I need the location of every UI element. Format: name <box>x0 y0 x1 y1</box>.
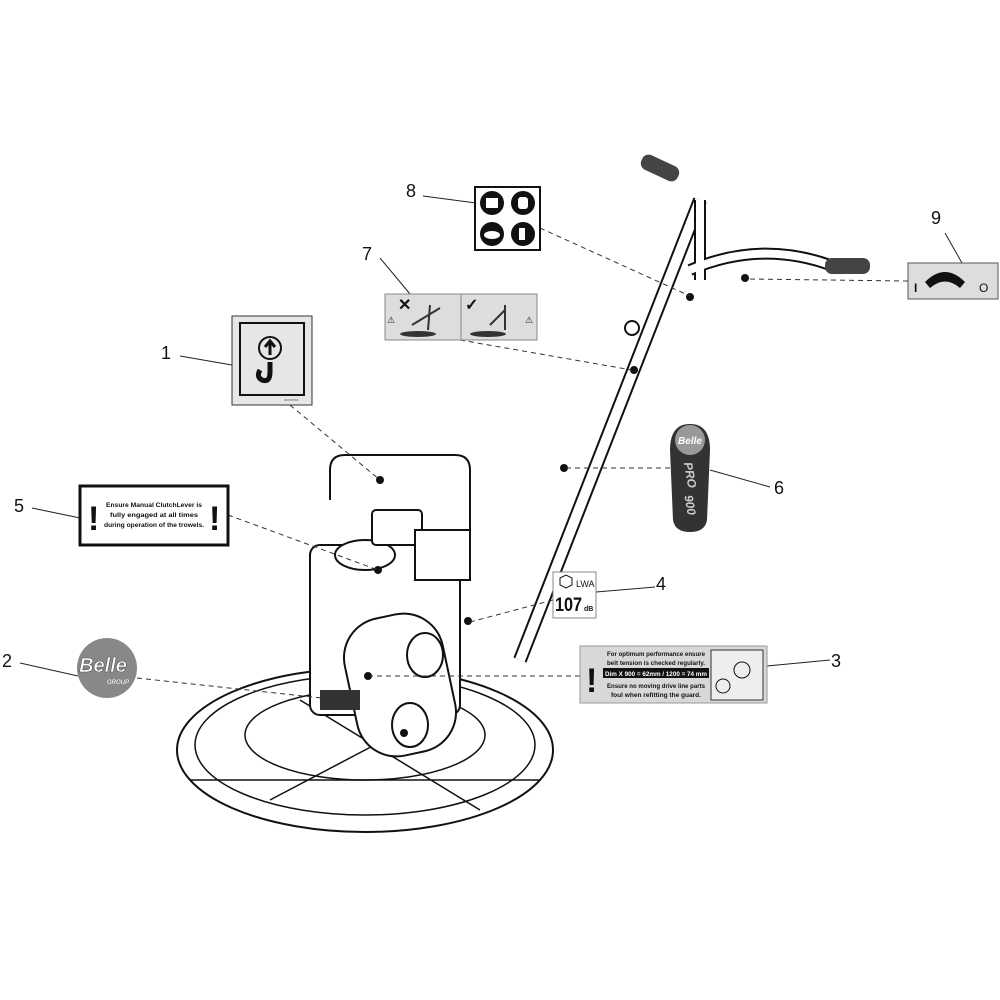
exclamation-icon: ! <box>586 662 597 700</box>
warning-icon: ⚠ <box>525 315 533 325</box>
decal-location-dots <box>364 274 749 737</box>
power-trowel-machine <box>176 154 870 833</box>
gearbox <box>320 690 360 710</box>
decal-5-line2: fully engaged at all times <box>110 512 198 519</box>
callout-4: 4 <box>656 574 666 594</box>
right-grip <box>825 258 870 274</box>
decal-9-on: O <box>979 281 988 295</box>
decal-3-line4: foul when refitting the guard. <box>611 692 701 699</box>
decal-3-belt-tension: ! For optimum performance ensure belt te… <box>579 645 768 704</box>
exclamation-icon: ! <box>88 500 99 538</box>
decal-6-number: 900 <box>681 494 698 516</box>
air-filter <box>371 509 423 546</box>
decal-5-line1: Ensure Manual ClutchLever is <box>106 502 202 509</box>
correct-icon: ✓ <box>465 297 478 314</box>
exclamation-icon: ! <box>209 500 220 538</box>
lifting-hook-icon <box>258 336 282 360</box>
handlebar <box>687 200 833 280</box>
left-grip <box>640 154 680 182</box>
decal-4-value: 107 <box>555 595 582 616</box>
belt-diagram-icon <box>733 661 751 679</box>
pulley-lower <box>391 702 429 748</box>
handlebar-inner <box>688 200 832 280</box>
decal-9-off: I <box>914 281 917 295</box>
fuel-tank <box>334 539 396 571</box>
exhaust <box>414 529 471 581</box>
callout-1: 1 <box>161 343 171 363</box>
callout-3: 3 <box>831 651 841 671</box>
decal-4-noise-level: LWA 107 dB <box>552 571 597 619</box>
wrong-icon: ✕ <box>398 297 411 314</box>
decal-2-sub: GROUP <box>107 680 129 686</box>
callout-5: 5 <box>14 496 24 516</box>
handle-shaft-inner <box>515 198 705 662</box>
warning-icon: ⚠ <box>387 315 395 325</box>
leader-lines <box>19 195 963 701</box>
decal-8-ppe-symbols <box>474 186 541 251</box>
decal-5-line3: during operation of the trowels. <box>104 522 204 529</box>
decal-3-line3: Ensure no moving drive line parts <box>607 683 705 690</box>
decal-1-code: 000/97963 <box>284 398 299 402</box>
decal-3-dim: Dim X 900 = 62mm / 1200 = 74 mm <box>605 671 707 678</box>
callout-8: 8 <box>406 181 416 201</box>
decal-4-unit: dB <box>584 606 593 613</box>
callout-2: 2 <box>2 651 12 671</box>
throttle-arrow-icon <box>925 272 965 288</box>
pulley-upper <box>406 632 444 678</box>
decal-5-clutch-warning: ! ! Ensure Manual ClutchLever is fully e… <box>78 484 230 547</box>
decal-6-pro900-badge: Belle PRO 900 <box>670 424 710 532</box>
decal-1-lifting-point: 000/97963 <box>231 315 313 406</box>
decal-2-brand: Belle <box>79 655 127 677</box>
decal-7-operation-pictogram: ✕ ✓ ⚠ ⚠ <box>384 293 538 341</box>
decal-3-line2: belt tension is checked regularly. <box>607 660 705 667</box>
callout-6: 6 <box>774 478 784 498</box>
decal-3-line1: For optimum performance ensure <box>607 651 705 658</box>
decal-6-model: PRO <box>681 461 699 490</box>
callout-7: 7 <box>362 244 372 264</box>
decal-9-throttle-indicator: I O <box>907 262 999 300</box>
decal-4-label: LWA <box>576 579 595 589</box>
decal-6-brand: Belle <box>678 436 702 447</box>
callout-9: 9 <box>931 208 941 228</box>
decal-2-belle-logo: Belle GROUP <box>77 638 137 698</box>
